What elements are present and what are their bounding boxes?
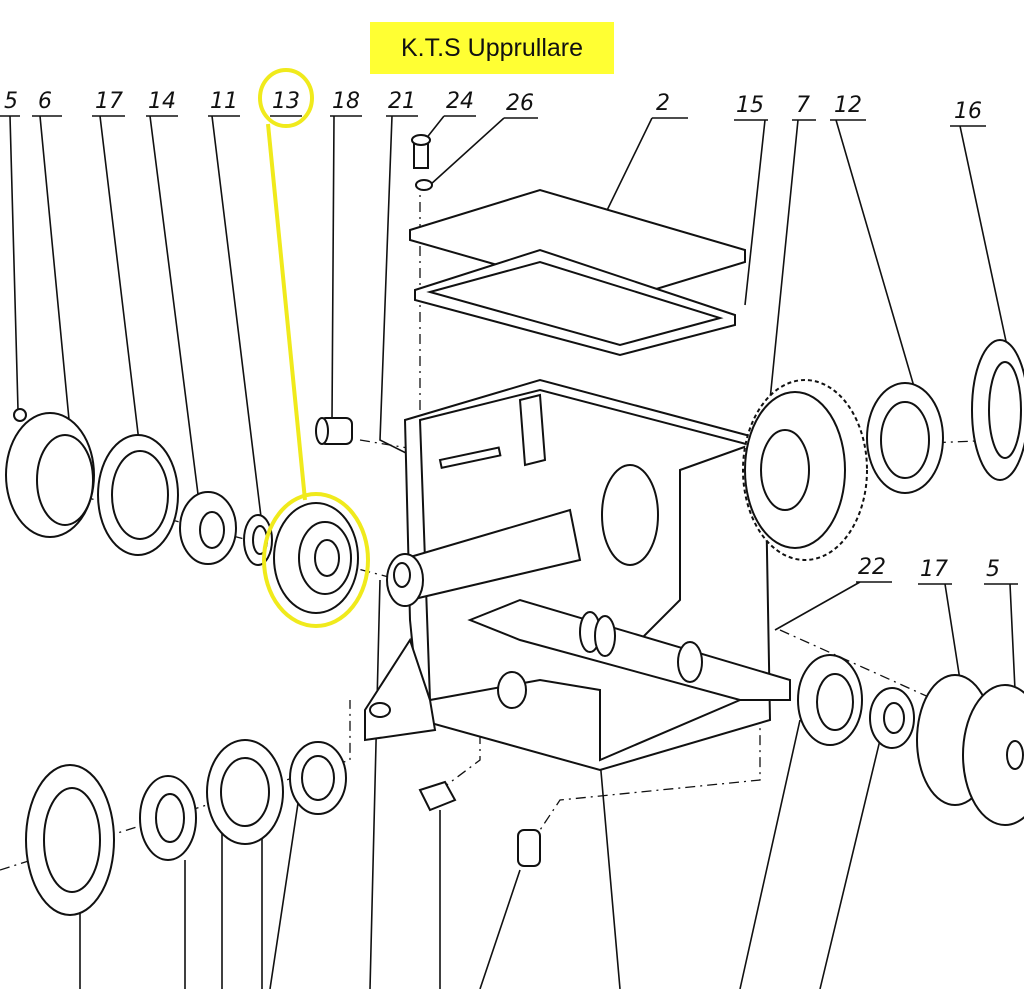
label-12: 12	[834, 93, 862, 118]
bearing-14	[179, 491, 237, 565]
label-5-right: 5	[986, 557, 1000, 582]
label-21: 21	[388, 89, 416, 114]
part-labels: 5 6 17 14 11 13 18 21 24 26 2 15 7 12 16…	[4, 89, 1000, 582]
bushing-18	[315, 417, 353, 445]
bottom-parts	[25, 739, 541, 916]
cover-plate-2	[409, 188, 746, 357]
label-2: 2	[656, 91, 670, 116]
label-7: 7	[796, 93, 810, 118]
bearing-13	[273, 502, 359, 614]
label-16: 16	[954, 99, 982, 124]
diagram-title: K.T.S Upprullare	[370, 22, 614, 74]
label-17-right: 17	[920, 557, 948, 582]
label-17: 17	[95, 89, 123, 114]
bearing-right	[797, 654, 915, 749]
label-24: 24	[446, 89, 474, 114]
label-5: 5	[4, 89, 18, 114]
gear-7	[742, 379, 868, 561]
label-22: 22	[858, 555, 886, 580]
end-cover-16	[971, 339, 1024, 481]
bolt-24	[411, 134, 433, 191]
label-26: 26	[506, 91, 534, 116]
gasket-17-right	[916, 674, 1024, 826]
label-14: 14	[148, 89, 176, 114]
worm-shaft	[467, 598, 791, 701]
label-15: 15	[736, 93, 764, 118]
worm-wheel-shaft	[386, 446, 582, 607]
bearing-12	[866, 382, 944, 494]
label-13: 13	[272, 89, 300, 114]
highlight-part-13	[258, 68, 370, 628]
label-11: 11	[210, 89, 238, 114]
gasket-17	[97, 434, 179, 556]
label-18: 18	[332, 89, 360, 114]
end-cover-6	[5, 408, 95, 538]
label-6: 6	[38, 89, 52, 114]
